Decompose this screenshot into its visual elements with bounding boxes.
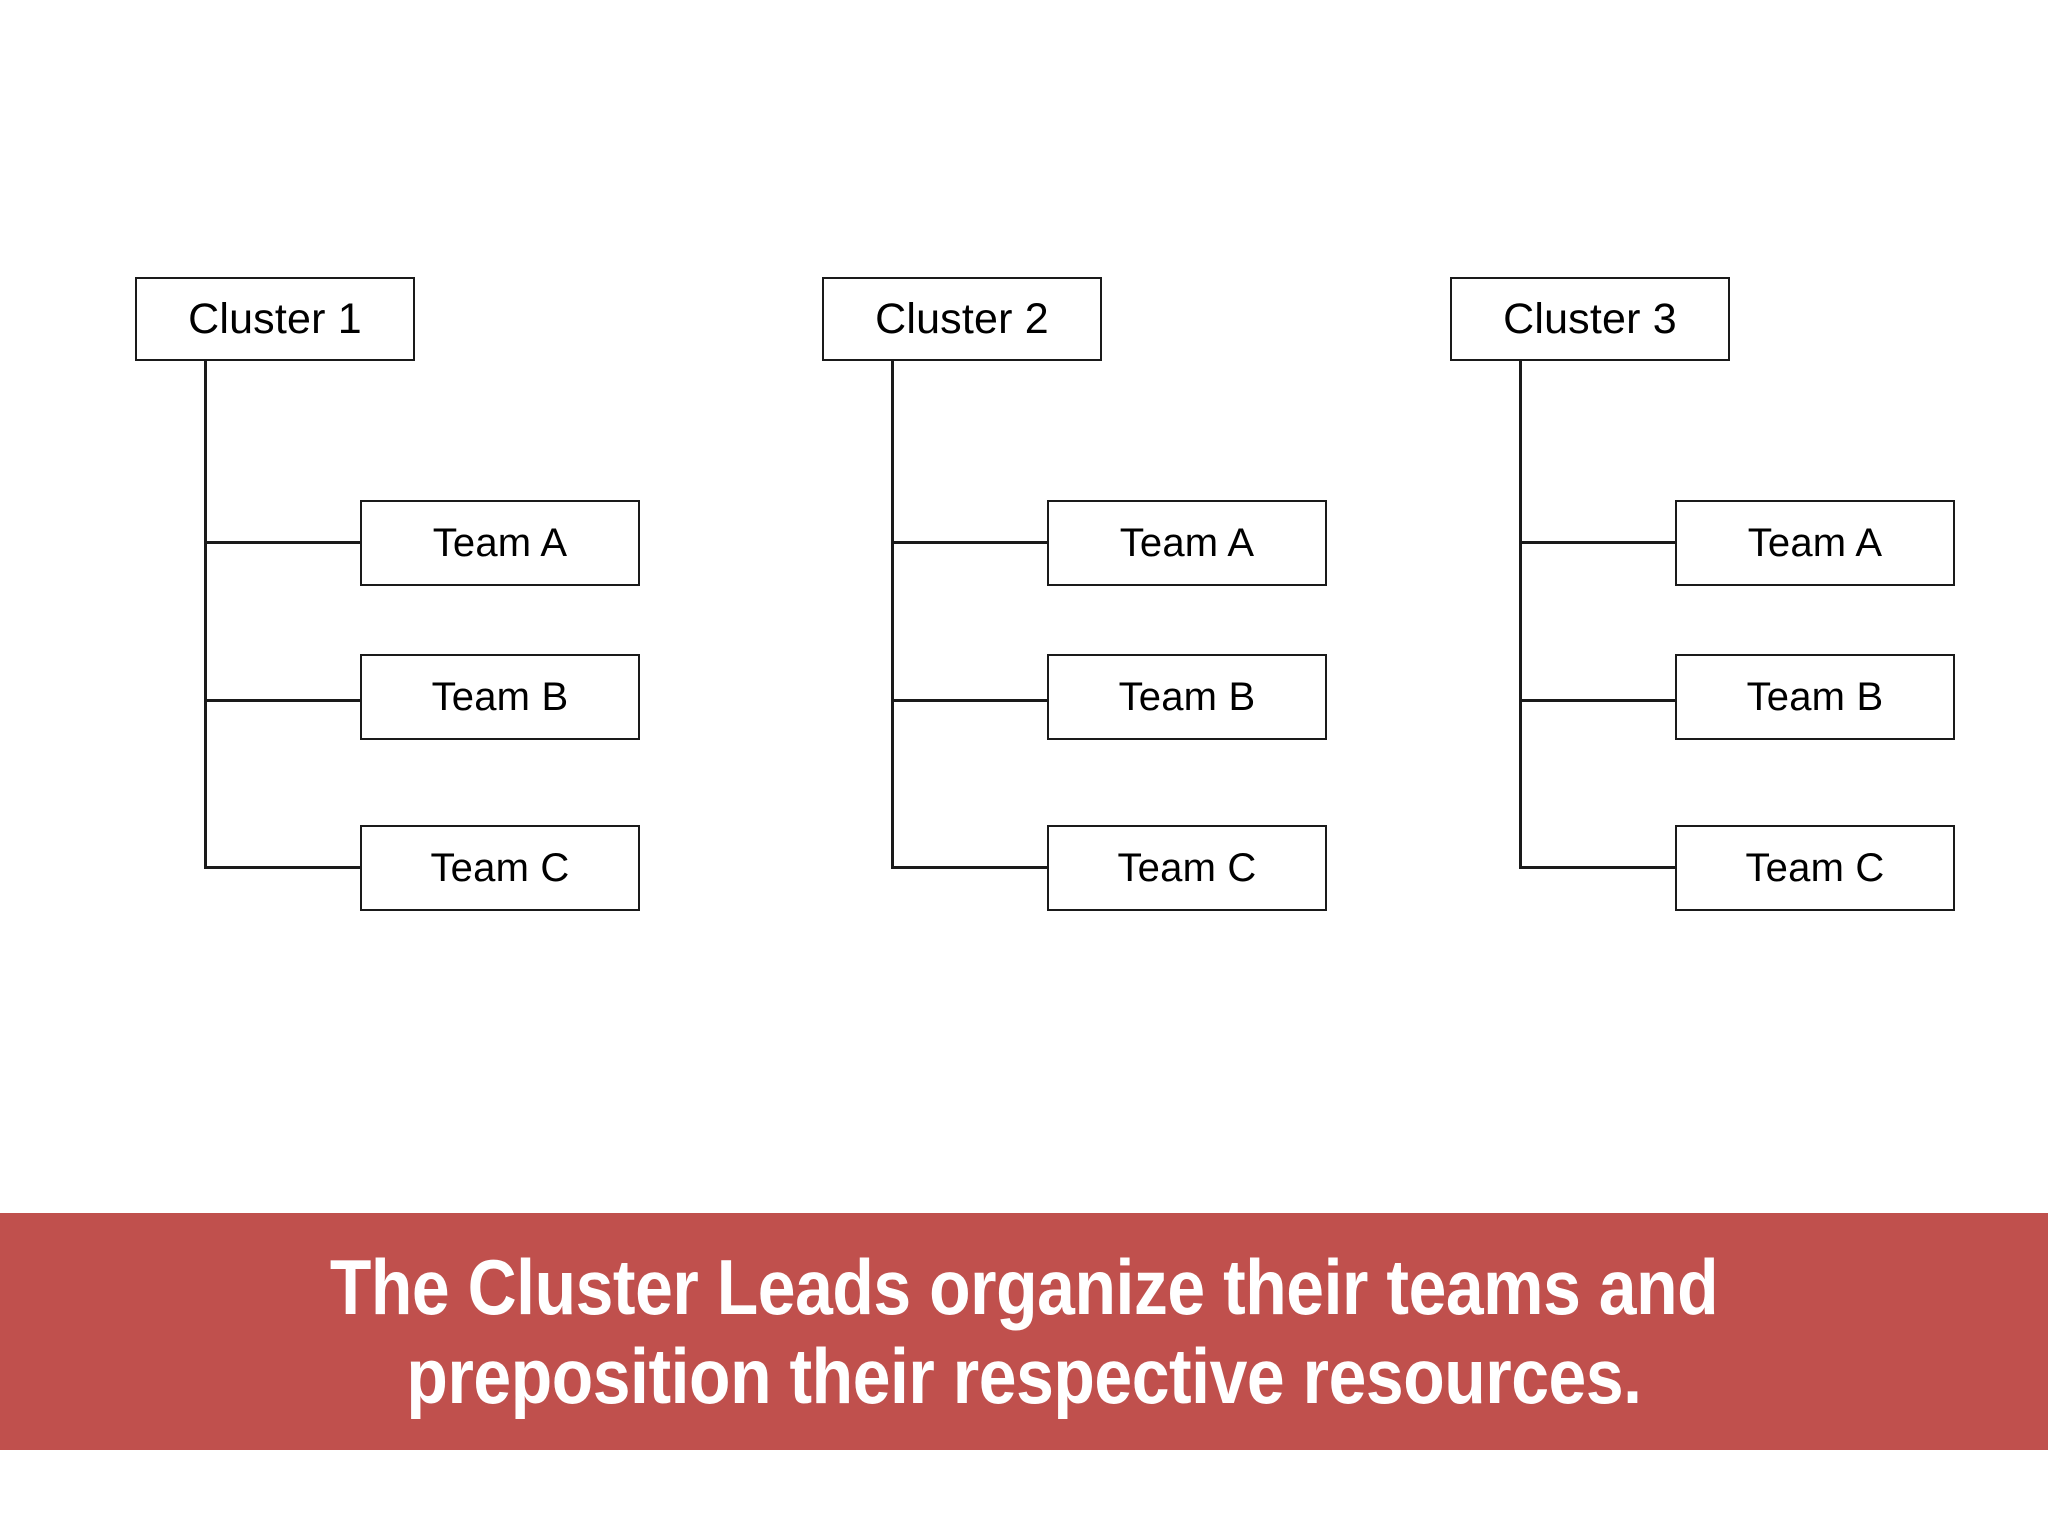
team-node-2-c[interactable]: Team C [1047,825,1327,911]
team-node-3-a[interactable]: Team A [1675,500,1955,586]
team-node-1-c-label: Team C [430,845,570,890]
team-node-2-b[interactable]: Team B [1047,654,1327,740]
cluster-node-3-label: Cluster 3 [1503,294,1677,343]
caption-text: The Cluster Leads organize their teams a… [329,1242,1719,1420]
team-node-2-b-label: Team B [1118,674,1256,719]
team-node-1-c[interactable]: Team C [360,825,640,911]
team-node-1-a-label: Team A [432,520,568,565]
team-node-2-a-label: Team A [1119,520,1255,565]
cluster-trunk-line-2 [891,359,894,869]
team-node-3-c-label: Team C [1745,845,1885,890]
cluster-branch-line-3-team-c [1519,866,1677,869]
cluster-branch-line-2-team-b [891,699,1049,702]
team-node-3-c[interactable]: Team C [1675,825,1955,911]
cluster-trunk-line-1 [204,359,207,869]
cluster-branch-line-3-team-b [1519,699,1677,702]
team-node-3-b[interactable]: Team B [1675,654,1955,740]
team-node-1-a[interactable]: Team A [360,500,640,586]
cluster-group-1: Cluster 1 Team A Team B Team C [135,0,755,1213]
cluster-node-1-label: Cluster 1 [188,294,362,343]
team-node-1-b[interactable]: Team B [360,654,640,740]
caption-banner: The Cluster Leads organize their teams a… [0,1213,2048,1450]
cluster-branch-line-2-team-a [891,541,1049,544]
cluster-node-2-label: Cluster 2 [875,294,1049,343]
team-node-3-a-label: Team A [1747,520,1883,565]
team-node-2-c-label: Team C [1117,845,1257,890]
cluster-branch-line-1-team-a [204,541,362,544]
cluster-node-2[interactable]: Cluster 2 [822,277,1102,361]
cluster-node-3[interactable]: Cluster 3 [1450,277,1730,361]
cluster-branch-line-1-team-c [204,866,362,869]
team-node-2-a[interactable]: Team A [1047,500,1327,586]
cluster-node-1[interactable]: Cluster 1 [135,277,415,361]
org-chart-diagram: Cluster 1 Team A Team B Team C Cluster 2… [135,0,2048,1213]
team-node-3-b-label: Team B [1746,674,1884,719]
cluster-trunk-line-3 [1519,359,1522,869]
team-node-1-b-label: Team B [431,674,569,719]
cluster-group-3: Cluster 3 Team A Team B Team C [1450,0,2048,1213]
cluster-branch-line-3-team-a [1519,541,1677,544]
cluster-branch-line-2-team-c [891,866,1049,869]
cluster-branch-line-1-team-b [204,699,362,702]
cluster-group-2: Cluster 2 Team A Team B Team C [822,0,1442,1213]
